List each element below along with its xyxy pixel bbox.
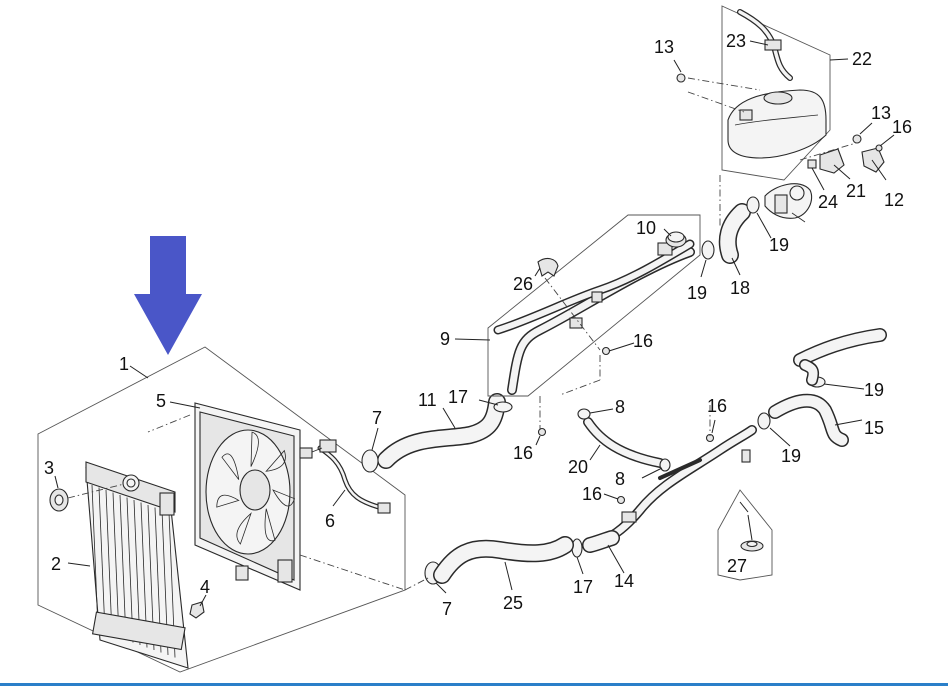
callout-23: 23 [726,31,746,51]
leader-lines [54,40,895,607]
callout-17-lower: 17 [573,577,593,597]
callout-19-heater: 19 [781,446,801,466]
callout-11: 11 [418,390,437,410]
callout-19-thermostat: 19 [769,235,789,255]
heater-hose [768,328,887,447]
radiator-cap [49,488,69,512]
expansion-tank [727,89,827,159]
radiator-fin [119,494,127,641]
fan-blade [264,508,276,542]
coolant-pipe-frame [487,214,701,397]
callout-6: 6 [325,511,335,531]
callout-16-lower: 16 [582,484,602,504]
radiator-fin [91,484,99,631]
radiator-fin [112,492,120,638]
callout-14: 14 [614,571,634,591]
fan-blade [221,453,240,480]
hose-clamp [361,449,442,585]
lower-radiator-hose [433,536,574,584]
callout-9: 9 [440,329,450,349]
fan-blade [216,494,240,508]
callout-8-lower: 8 [615,469,625,489]
fan-blade [265,449,286,472]
coolant-cap [665,231,687,248]
callout-12: 12 [884,190,904,210]
callout-26: 26 [513,274,533,294]
callout-3: 3 [44,458,54,478]
callout-2: 2 [51,554,61,574]
callout-19-right: 19 [864,380,884,400]
bypass-hose [583,417,665,468]
grommet-frame [717,489,773,581]
callout-21: 21 [846,181,866,201]
callout-24: 24 [818,192,838,212]
callout-5: 5 [156,391,166,411]
fan-blade [272,489,296,507]
grommet [740,540,764,552]
callout-16-tank: 16 [892,117,912,137]
down-arrow-icon [134,236,202,355]
callout-25: 25 [503,593,523,613]
pipe-clip [537,257,559,277]
hose-clamp [577,408,671,472]
callout-16-middle: 16 [633,331,653,351]
lower-coolant-pipe [585,425,757,550]
hose-section [582,530,620,553]
callout-10: 10 [636,218,656,238]
callout-13-right: 13 [871,103,891,123]
callout-16-left: 16 [513,443,533,463]
callout-4: 4 [200,577,210,597]
radiator-fin [98,487,106,633]
callout-19-pipe: 19 [687,283,707,303]
fan-blade [250,431,259,467]
overflow-tube [737,9,793,81]
radiator-fin [105,489,113,636]
callout-22: 22 [852,49,872,69]
thermostat-housing [764,183,813,223]
radiator [85,461,189,669]
callout-labels: 1 2 3 4 5 6 7 7 8 8 9 10 11 12 13 13 14 … [44,31,912,619]
callout-8-upper: 8 [615,397,625,417]
fan-blade [236,512,252,545]
callout-18: 18 [730,278,750,298]
callout-7-upper: 7 [372,408,382,428]
upper-radiator-hose [377,393,506,469]
callout-1: 1 [119,354,129,374]
coolant-pipe [493,239,695,395]
callout-20: 20 [568,457,588,477]
thermostat-hose [718,203,751,264]
tank-bracket [807,147,885,174]
bolt [537,73,883,505]
bottom-rule [0,683,948,686]
callout-15: 15 [864,418,884,438]
mounting-bracket [189,601,205,619]
callout-16-lower-right: 16 [707,396,727,416]
callout-7-lower: 7 [442,599,452,619]
callout-17-upper: 17 [448,387,468,407]
fan-shroud [194,402,301,591]
callout-27: 27 [727,556,747,576]
hose-clamp [493,401,583,558]
fan-wiring-harness [299,439,391,514]
callout-13-upper: 13 [654,37,674,57]
expansion-tank-frame [721,5,831,181]
